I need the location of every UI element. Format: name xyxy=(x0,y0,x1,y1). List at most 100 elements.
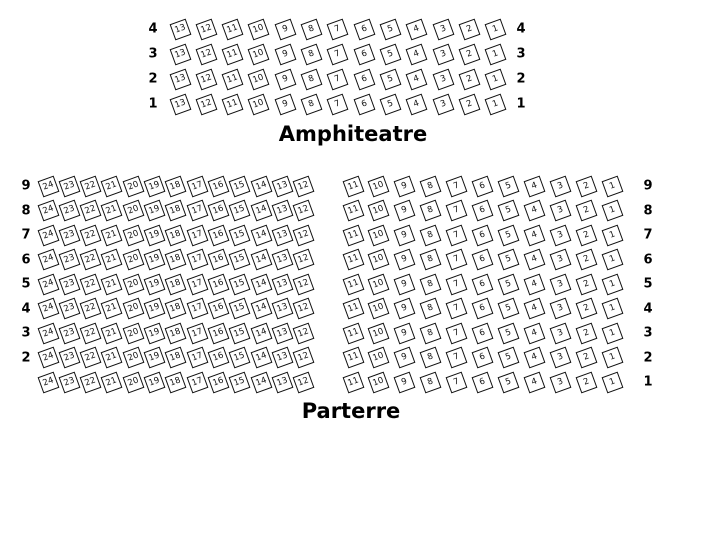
seat[interactable]: 14 xyxy=(250,224,272,246)
seat[interactable]: 6 xyxy=(471,248,494,271)
seat[interactable]: 12 xyxy=(292,273,315,295)
seat[interactable]: 17 xyxy=(186,346,208,369)
seat[interactable]: 13 xyxy=(169,18,191,40)
seat[interactable]: 21 xyxy=(100,248,123,271)
seat[interactable]: 8 xyxy=(419,248,442,271)
seat[interactable]: 1 xyxy=(484,93,507,115)
seat[interactable]: 5 xyxy=(497,346,520,369)
seat[interactable]: 11 xyxy=(221,93,244,115)
seat[interactable]: 16 xyxy=(207,322,230,344)
seat[interactable]: 16 xyxy=(207,199,230,222)
seat[interactable]: 21 xyxy=(100,371,123,393)
seat[interactable]: 5 xyxy=(497,175,520,197)
seat[interactable]: 12 xyxy=(292,371,315,393)
seat[interactable]: 3 xyxy=(549,248,572,271)
seat[interactable]: 9 xyxy=(393,297,416,320)
seat[interactable]: 2 xyxy=(575,273,597,295)
seat[interactable]: 5 xyxy=(497,322,520,344)
seat[interactable]: 14 xyxy=(250,273,272,295)
seat[interactable]: 17 xyxy=(186,224,208,246)
seat[interactable]: 12 xyxy=(292,248,315,271)
seat[interactable]: 13 xyxy=(271,199,294,222)
seat[interactable]: 21 xyxy=(100,297,123,320)
seat[interactable]: 19 xyxy=(143,248,166,271)
seat[interactable]: 22 xyxy=(79,199,102,222)
seat[interactable]: 9 xyxy=(393,248,416,271)
seat[interactable]: 14 xyxy=(250,346,272,369)
seat[interactable]: 7 xyxy=(445,248,468,271)
seat[interactable]: 16 xyxy=(207,224,230,246)
seat[interactable]: 19 xyxy=(143,224,166,246)
seat[interactable]: 11 xyxy=(342,297,364,320)
seat[interactable]: 3 xyxy=(549,175,572,197)
seat[interactable]: 6 xyxy=(471,273,494,295)
seat[interactable]: 1 xyxy=(601,371,623,393)
seat[interactable]: 22 xyxy=(79,297,102,320)
seat[interactable]: 20 xyxy=(122,297,145,320)
seat[interactable]: 16 xyxy=(207,371,230,393)
seat[interactable]: 12 xyxy=(195,43,218,65)
seat[interactable]: 15 xyxy=(228,273,251,295)
seat[interactable]: 7 xyxy=(445,224,468,246)
seat[interactable]: 3 xyxy=(432,93,454,115)
seat[interactable]: 8 xyxy=(300,18,323,40)
seat[interactable]: 15 xyxy=(228,224,251,246)
seat[interactable]: 4 xyxy=(405,68,428,90)
seat[interactable]: 11 xyxy=(342,199,364,222)
seat[interactable]: 3 xyxy=(549,346,572,369)
seat[interactable]: 5 xyxy=(379,93,402,115)
seat[interactable]: 9 xyxy=(393,273,416,295)
seat[interactable]: 1 xyxy=(601,248,623,271)
seat[interactable]: 6 xyxy=(471,346,494,369)
seat[interactable]: 12 xyxy=(292,346,315,369)
seat[interactable]: 6 xyxy=(471,175,494,197)
seat[interactable]: 18 xyxy=(164,273,187,295)
seat[interactable]: 9 xyxy=(274,68,297,90)
seat[interactable]: 3 xyxy=(432,43,454,65)
seat[interactable]: 12 xyxy=(292,175,315,197)
seat[interactable]: 4 xyxy=(523,346,546,369)
seat[interactable]: 7 xyxy=(445,199,468,222)
seat[interactable]: 17 xyxy=(186,175,208,197)
seat[interactable]: 9 xyxy=(393,175,416,197)
seat[interactable]: 11 xyxy=(342,371,364,393)
seat[interactable]: 2 xyxy=(575,199,597,222)
seat[interactable]: 12 xyxy=(292,322,315,344)
seat[interactable]: 11 xyxy=(342,175,364,197)
seat[interactable]: 1 xyxy=(484,68,507,90)
seat[interactable]: 23 xyxy=(58,175,81,197)
seat[interactable]: 3 xyxy=(549,297,572,320)
seat[interactable]: 21 xyxy=(100,175,123,197)
seat[interactable]: 8 xyxy=(300,93,323,115)
seat[interactable]: 7 xyxy=(445,371,468,393)
seat[interactable]: 5 xyxy=(497,248,520,271)
seat[interactable]: 2 xyxy=(575,175,597,197)
seat[interactable]: 6 xyxy=(471,199,494,222)
seat[interactable]: 3 xyxy=(549,322,572,344)
seat[interactable]: 12 xyxy=(195,18,218,40)
seat[interactable]: 1 xyxy=(484,43,507,65)
seat[interactable]: 24 xyxy=(37,322,59,344)
seat[interactable]: 9 xyxy=(274,43,297,65)
seat[interactable]: 13 xyxy=(271,346,294,369)
seat[interactable]: 7 xyxy=(326,68,349,90)
seat[interactable]: 6 xyxy=(471,297,494,320)
seat[interactable]: 9 xyxy=(393,224,416,246)
seat[interactable]: 4 xyxy=(405,43,428,65)
seat[interactable]: 2 xyxy=(575,322,597,344)
seat[interactable]: 1 xyxy=(601,297,623,320)
seat[interactable]: 6 xyxy=(471,371,494,393)
seat[interactable]: 22 xyxy=(79,224,102,246)
seat[interactable]: 3 xyxy=(549,273,572,295)
seat[interactable]: 11 xyxy=(342,322,364,344)
seat[interactable]: 5 xyxy=(379,18,402,40)
seat[interactable]: 7 xyxy=(326,93,349,115)
seat[interactable]: 21 xyxy=(100,199,123,222)
seat[interactable]: 1 xyxy=(601,346,623,369)
seat[interactable]: 3 xyxy=(432,68,454,90)
seat[interactable]: 3 xyxy=(549,224,572,246)
seat[interactable]: 15 xyxy=(228,297,251,320)
seat[interactable]: 13 xyxy=(169,68,191,90)
seat[interactable]: 2 xyxy=(458,93,481,115)
seat[interactable]: 3 xyxy=(432,18,454,40)
